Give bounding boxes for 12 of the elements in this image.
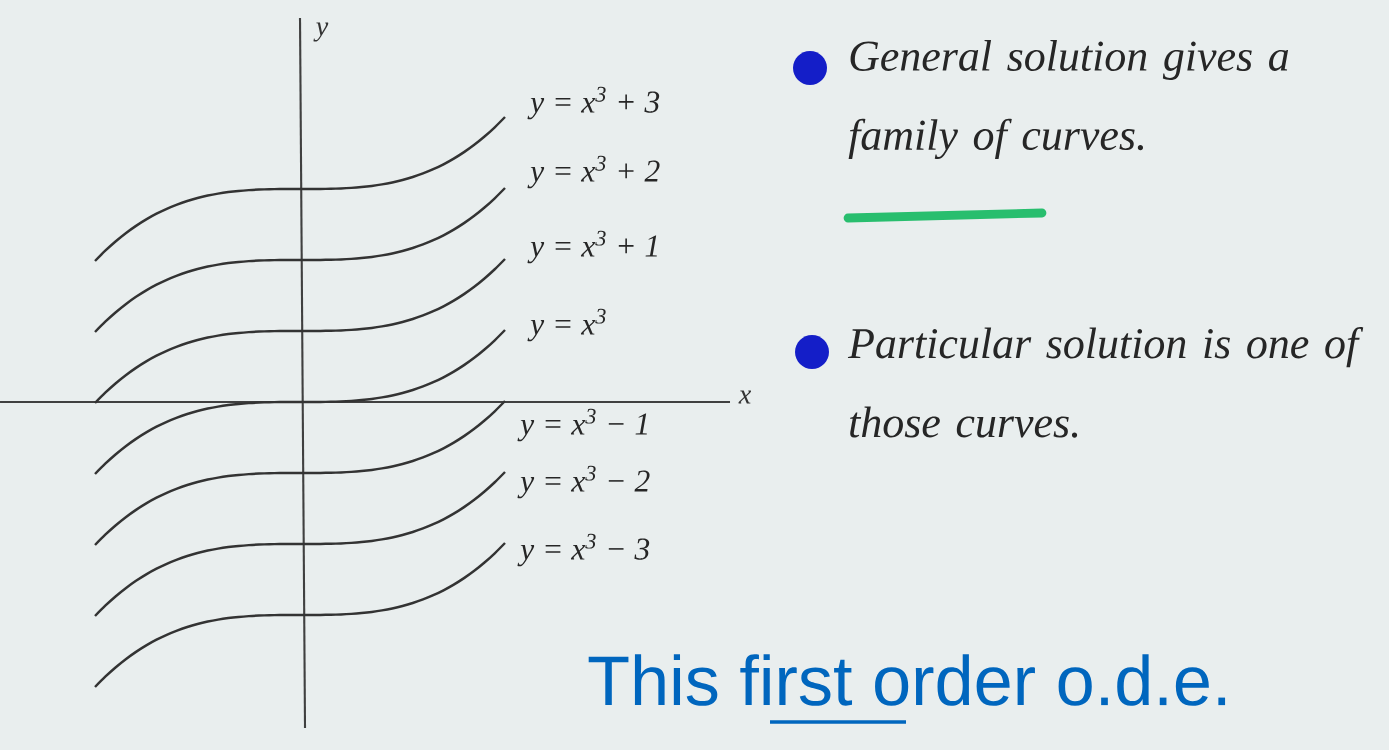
curve-equation: y = x$^{3}$ + 1 <box>527 230 657 264</box>
curve-equation: y = x$^{3}$ − 3 <box>517 533 650 567</box>
axis-label: x <box>738 390 752 404</box>
handwritten-note: General solution gives a family of curves. <box>848 40 1289 160</box>
curve-equation: y = x$^{3}$ − 1 <box>517 408 647 442</box>
axis-label: y <box>313 22 329 42</box>
curve-equation: y = x$^{3}$ + 2 <box>527 155 660 189</box>
curve-equation: y = x$^{3}$ + 3 <box>527 86 660 120</box>
curve-equation: y = x$^{3}$ − 2 <box>517 465 650 499</box>
curve-equation: y = x$^{3}$ <box>527 308 606 342</box>
handwritten-note: Particular solution is one of those curves. <box>847 327 1364 438</box>
slide-caption: This first order o.d.e. <box>588 654 1226 706</box>
